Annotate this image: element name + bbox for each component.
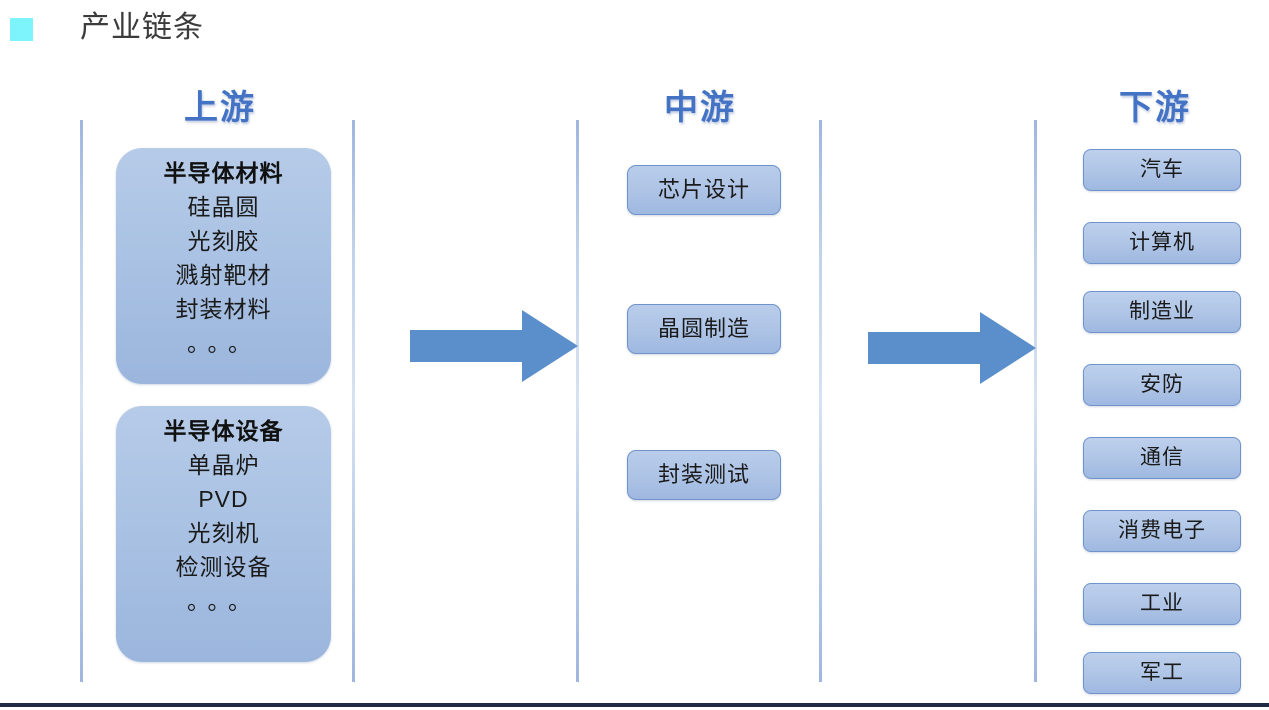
column-divider-5 [1034, 120, 1037, 682]
arrow-right-icon-midstream-to-downstream [868, 312, 1036, 384]
column-divider-4 [819, 120, 822, 682]
downstream-box-communications[interactable]: 通信 [1083, 437, 1241, 479]
card-ellipsis: 。。。 [187, 330, 260, 356]
midstream-box-packaging-testing[interactable]: 封装测试 [627, 450, 781, 500]
card-item: 检测设备 [175, 554, 272, 580]
downstream-box-industrial[interactable]: 工业 [1083, 583, 1241, 625]
midstream-box-chip-design[interactable]: 芯片设计 [627, 165, 781, 215]
downstream-box-military[interactable]: 军工 [1083, 652, 1241, 694]
column-header-upstream: 上游 [184, 89, 256, 127]
column-header-midstream: 中游 [664, 89, 736, 127]
card-item: 光刻胶 [187, 228, 260, 254]
upstream-card-semiconductor-materials[interactable]: 半导体材料 硅晶圆 光刻胶 溅射靶材 封装材料 。。。 [116, 148, 331, 384]
column-divider-3 [576, 120, 579, 682]
downstream-box-manufacturing[interactable]: 制造业 [1083, 291, 1241, 333]
column-divider-2 [352, 120, 355, 682]
downstream-box-security[interactable]: 安防 [1083, 364, 1241, 406]
bottom-rule-divider [0, 703, 1269, 707]
card-item: 封装材料 [175, 296, 272, 322]
card-item: 溅射靶材 [175, 262, 272, 288]
column-header-downstream: 下游 [1119, 89, 1191, 127]
upstream-card-semiconductor-equipment[interactable]: 半导体设备 单晶炉 PVD 光刻机 检测设备 。。。 [116, 406, 331, 662]
downstream-box-automotive[interactable]: 汽车 [1083, 149, 1241, 191]
column-divider-1 [80, 120, 83, 682]
card-item: PVD [198, 486, 249, 512]
card-heading: 半导体设备 [163, 418, 284, 444]
midstream-box-wafer-manufacturing[interactable]: 晶圆制造 [627, 304, 781, 354]
slide-title-row: 产业链条 [0, 0, 1269, 60]
card-item: 光刻机 [187, 520, 260, 546]
card-ellipsis: 。。。 [187, 588, 260, 614]
card-item: 硅晶圆 [187, 194, 260, 220]
downstream-box-computer[interactable]: 计算机 [1083, 222, 1241, 264]
card-item: 单晶炉 [187, 452, 260, 478]
downstream-box-consumer-electronics[interactable]: 消费电子 [1083, 510, 1241, 552]
card-heading: 半导体材料 [163, 160, 284, 186]
arrow-right-icon-upstream-to-midstream [410, 310, 578, 382]
page-title: 产业链条 [80, 11, 204, 44]
title-bullet-square-icon [10, 18, 33, 41]
